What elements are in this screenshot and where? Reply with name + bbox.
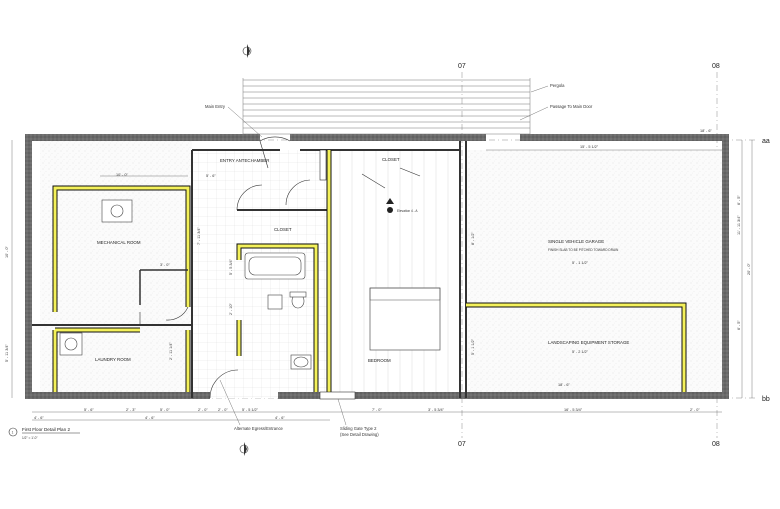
room-label-garage: SINGLE VEHICLE GARAGE bbox=[548, 239, 604, 244]
dim-mech-width: 10' - 0" bbox=[116, 173, 128, 177]
closet-door bbox=[319, 149, 327, 181]
main-entry-callout: Main Entry bbox=[205, 104, 226, 109]
dim-v-b: 5' - 5 3/4" bbox=[229, 258, 233, 275]
bed-pillows bbox=[369, 287, 441, 301]
north-arrow-icon bbox=[239, 442, 249, 456]
dim-bottom-10: 2' - 0" bbox=[690, 408, 700, 412]
sliding-gate-detail: (See Detail Drawing) bbox=[340, 432, 379, 437]
grid-label-08-top: 08 bbox=[712, 63, 720, 70]
sliding-gate-leader bbox=[337, 398, 347, 426]
fixtures bbox=[59, 199, 312, 370]
dim-storage-height: 5' - 2 1/2" bbox=[572, 350, 589, 354]
dim-garage-h2: 5' - 1 1/2" bbox=[471, 338, 475, 355]
dim-v-d: 2' - 11 1/4" bbox=[169, 342, 173, 360]
dim-bottom-mid: 4' - 6" bbox=[275, 416, 285, 420]
title-bubble bbox=[8, 427, 18, 437]
dim-right-overall: 20' - 0" bbox=[747, 263, 751, 275]
room-label-entry: ENTRY ANTECHAMBER bbox=[220, 158, 269, 163]
room-label-closet-top: CLOSET bbox=[382, 157, 400, 162]
dim-bottom-4: 2' - 0" bbox=[198, 408, 208, 412]
exterior-walls bbox=[25, 134, 729, 399]
alt-egress-callout: Alternate Egress/Entrance bbox=[234, 426, 284, 431]
dim-right-2: 6' - 5" bbox=[737, 195, 741, 205]
pergola bbox=[242, 78, 531, 136]
bedroom-floorboards bbox=[339, 150, 449, 398]
grid-label-08-bottom: 08 bbox=[712, 441, 720, 448]
floor-bedroom bbox=[328, 150, 460, 398]
bed bbox=[369, 287, 441, 351]
dim-bottom-3: 5' - 0" bbox=[160, 408, 170, 412]
elevation-marker bbox=[386, 198, 394, 213]
yellow-partitions-fill bbox=[53, 150, 686, 392]
alt-egress-leader bbox=[219, 379, 241, 426]
dim-bottom-left: 4' - 6" bbox=[34, 416, 44, 420]
dim-left-2: 5' - 11 3/4" bbox=[5, 344, 9, 362]
dim-right-3: 6' - 5" bbox=[737, 320, 741, 330]
dim-v-a: 7' - 11 3/4" bbox=[197, 227, 201, 245]
dim-mech-small: 3' - 0" bbox=[160, 263, 170, 267]
grid-label-07-top: 07 bbox=[458, 63, 466, 70]
dim-right-1: 11' - 11 3/4" bbox=[737, 215, 741, 235]
sliding-gate-callout: Sliding Gate Type 2 bbox=[340, 426, 377, 431]
dim-entry-width: 5' - 6" bbox=[206, 174, 216, 178]
dim-storage-width: 18' - 6" bbox=[558, 383, 570, 387]
title-scale: 1/2" = 1'-0" bbox=[22, 436, 38, 440]
garage-note: FINISH SLAB TO BE PITCHED TOWARD DRAIN bbox=[548, 248, 619, 252]
passage-callout: Passage To Main Door bbox=[550, 104, 593, 109]
room-label-laundry: LAUNDRY ROOM bbox=[95, 357, 131, 362]
dim-bottom-7: 7' - 0" bbox=[372, 408, 382, 412]
dim-bottom-1: 5' - 6" bbox=[84, 408, 94, 412]
dim-v-c: 2' - 10" bbox=[229, 303, 233, 315]
grid-label-07-bottom: 07 bbox=[458, 441, 466, 448]
dim-bottom-left2: 4' - 6" bbox=[145, 416, 155, 420]
sliding-gate bbox=[319, 391, 356, 400]
dim-bottom-9: 16' - 5 3/4" bbox=[564, 408, 583, 412]
grid-label-bb: bb bbox=[762, 396, 770, 403]
room-label-storage: LANDSCAPING EQUIPMENT STORAGE bbox=[548, 340, 629, 345]
title-name: First Floor Detail Plan 2 bbox=[22, 427, 70, 432]
dim-top-right: 18' - 6" bbox=[700, 129, 712, 133]
floor-garage bbox=[466, 150, 726, 398]
dimension-lines bbox=[11, 140, 753, 421]
dim-bottom-6: 5' - 5 1/2" bbox=[242, 408, 259, 412]
dim-bottom-5: 2' - 0" bbox=[218, 408, 228, 412]
pergola-callout: Pergola bbox=[550, 83, 565, 88]
title-number: 1 bbox=[12, 430, 14, 434]
dim-bottom-8: 3' - 5 3/4" bbox=[428, 408, 445, 412]
room-label-bedroom: BEDROOM bbox=[368, 358, 391, 363]
dim-garage-h1: 8' - 1/2" bbox=[471, 232, 475, 245]
room-label-closet-mid: CLOSET bbox=[274, 227, 292, 232]
north-arrow-icon bbox=[242, 44, 252, 58]
dim-bottom-2: 2' - 3" bbox=[126, 408, 136, 412]
dim-garage-top: 15' - 5 1/2" bbox=[580, 145, 599, 149]
elevation-label: Elevation 4 - A bbox=[397, 209, 418, 213]
grid-label-aa: aa bbox=[762, 138, 770, 145]
dim-garage-slope: 5' - 1 1/2" bbox=[572, 261, 589, 265]
doors bbox=[139, 136, 421, 399]
dim-left-1: 10' - 0" bbox=[5, 246, 9, 258]
room-label-mechanical: MECHANICAL ROOM bbox=[97, 240, 141, 245]
